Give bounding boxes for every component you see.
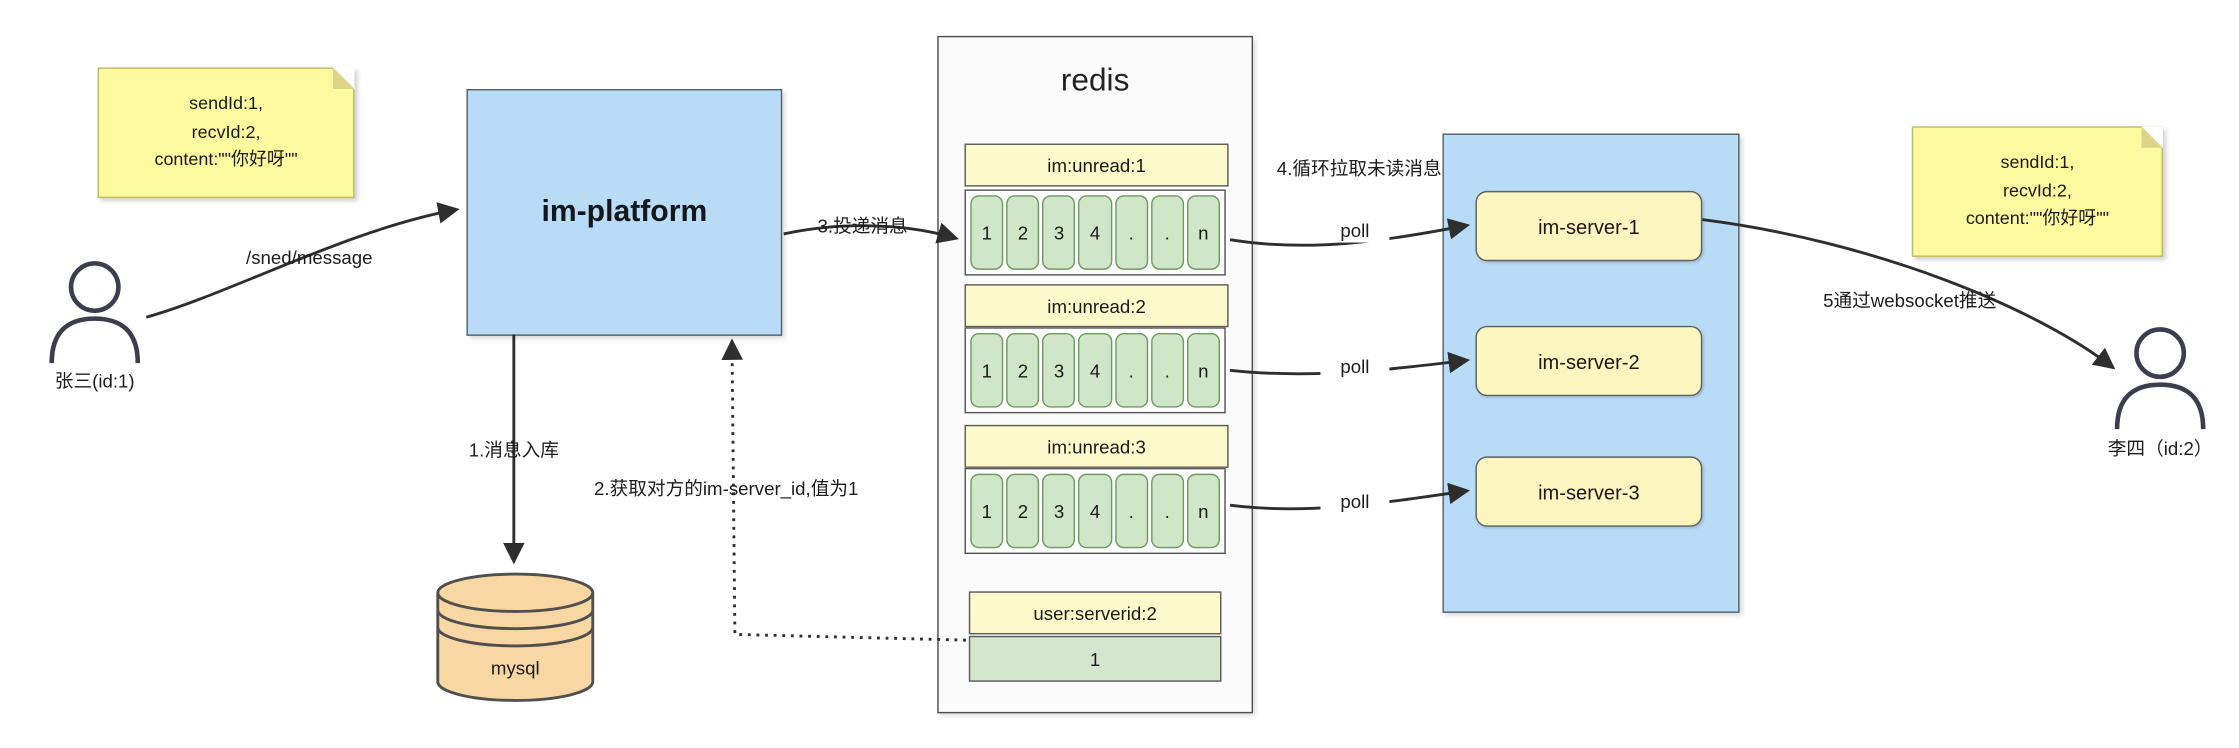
user-head xyxy=(2134,327,2187,380)
queue-cells-unread-3: 1 2 3 4 . . n xyxy=(964,467,1226,555)
im-server-label: im-server-2 xyxy=(1538,349,1640,373)
user-serverid-value: 1 xyxy=(968,635,1222,682)
note-line: recvId:2, xyxy=(191,121,261,142)
im-server-2-box: im-server-2 xyxy=(1475,325,1703,397)
cylinder-disk-line xyxy=(436,592,595,613)
queue-cell: 3 xyxy=(1042,195,1076,270)
queue-cell: 2 xyxy=(1006,332,1040,408)
cylinder-body xyxy=(436,572,595,702)
im-platform-label: im-platform xyxy=(541,195,708,229)
im-server-label: im-server-1 xyxy=(1538,214,1640,238)
queue-cell: 3 xyxy=(1042,473,1076,549)
user-serverid-value-text: 1 xyxy=(1089,648,1101,670)
edge-label-poll-2: poll xyxy=(1320,355,1390,380)
queue-cells-unread-1: 1 2 3 4 . . n xyxy=(964,189,1226,276)
im-server-label: im-server-3 xyxy=(1538,480,1640,504)
note-line: content:""你好呀"" xyxy=(1965,208,2109,229)
user-icon-sender xyxy=(49,261,141,364)
queue-cell: 4 xyxy=(1078,195,1112,270)
edge-label-step5: 5通过websocket推送 xyxy=(1823,289,1997,312)
note-line: content:""你好呀"" xyxy=(154,149,298,170)
edge-label-step4: 4.循环拉取未读消息 xyxy=(1276,157,1442,180)
queue-cell: 1 xyxy=(970,332,1004,408)
im-server-3-box: im-server-3 xyxy=(1475,456,1703,527)
sticky-note-sender: sendId:1, recvId:2, content:""你好呀"" xyxy=(97,67,355,199)
queue-cell: 4 xyxy=(1078,473,1112,549)
user-serverid-label: user:serverid:2 xyxy=(1033,602,1157,624)
receiver-label: 李四（id:2） xyxy=(2107,437,2213,460)
edge-label-step3: 3.投递消息 xyxy=(817,215,908,237)
note-line: sendId:1, xyxy=(2000,152,2075,173)
redis-title: redis xyxy=(1060,61,1130,98)
queue-cell: . xyxy=(1150,473,1184,549)
queue-cell: n xyxy=(1186,195,1220,270)
queue-header-unread-1: im:unread:1 xyxy=(964,143,1229,187)
im-server-1-box: im-server-1 xyxy=(1475,190,1703,262)
im-platform-box: im-platform xyxy=(466,88,783,336)
edge-label-send: /sned/message xyxy=(246,246,373,269)
edge-label-poll-3: poll xyxy=(1320,490,1390,515)
user-body xyxy=(49,316,141,364)
edge-label-step2: 2.获取对方的im-server_id,值为1 xyxy=(594,477,859,500)
mysql-cylinder-icon xyxy=(436,572,595,702)
queue-cell: n xyxy=(1186,473,1220,549)
queue-cells-unread-2: 1 2 3 4 . . n xyxy=(964,327,1226,414)
queue-cell: . xyxy=(1114,195,1148,270)
queue-cell: 1 xyxy=(970,473,1004,549)
user-icon-receiver xyxy=(2114,327,2206,430)
queue-cell: . xyxy=(1114,332,1148,408)
queue-cell: . xyxy=(1114,473,1148,549)
cylinder-disk-line xyxy=(436,627,595,648)
queue-header-label: im:unread:1 xyxy=(1047,154,1146,176)
queue-cell: . xyxy=(1150,332,1184,408)
cylinder-disk-line xyxy=(436,609,595,631)
sender-label: 张三(id:1) xyxy=(54,370,135,392)
queue-cell: 4 xyxy=(1078,332,1112,408)
note-line: recvId:2, xyxy=(2003,180,2072,201)
queue-header-label: im:unread:2 xyxy=(1047,294,1146,317)
queue-header-label: im:unread:3 xyxy=(1047,435,1146,458)
user-serverid-header: user:serverid:2 xyxy=(968,591,1222,635)
user-head xyxy=(68,261,121,314)
queue-cell: n xyxy=(1186,332,1220,408)
sticky-note-receiver: sendId:1, recvId:2, content:""你好呀"" xyxy=(1911,126,2163,257)
user-body xyxy=(2114,382,2206,430)
note-line: sendId:1, xyxy=(189,93,263,115)
queue-cell: . xyxy=(1150,195,1184,270)
edge-label-poll-1: poll xyxy=(1320,219,1390,243)
queue-header-unread-2: im:unread:2 xyxy=(964,284,1229,328)
queue-header-unread-3: im:unread:3 xyxy=(964,424,1229,468)
queue-cell: 2 xyxy=(1006,195,1040,270)
queue-cell: 2 xyxy=(1006,473,1040,549)
mysql-label: mysql xyxy=(490,657,540,679)
edge-label-step1: 1.消息入库 xyxy=(468,439,559,461)
queue-cell: 3 xyxy=(1042,332,1076,408)
queue-cell: 1 xyxy=(970,195,1004,270)
